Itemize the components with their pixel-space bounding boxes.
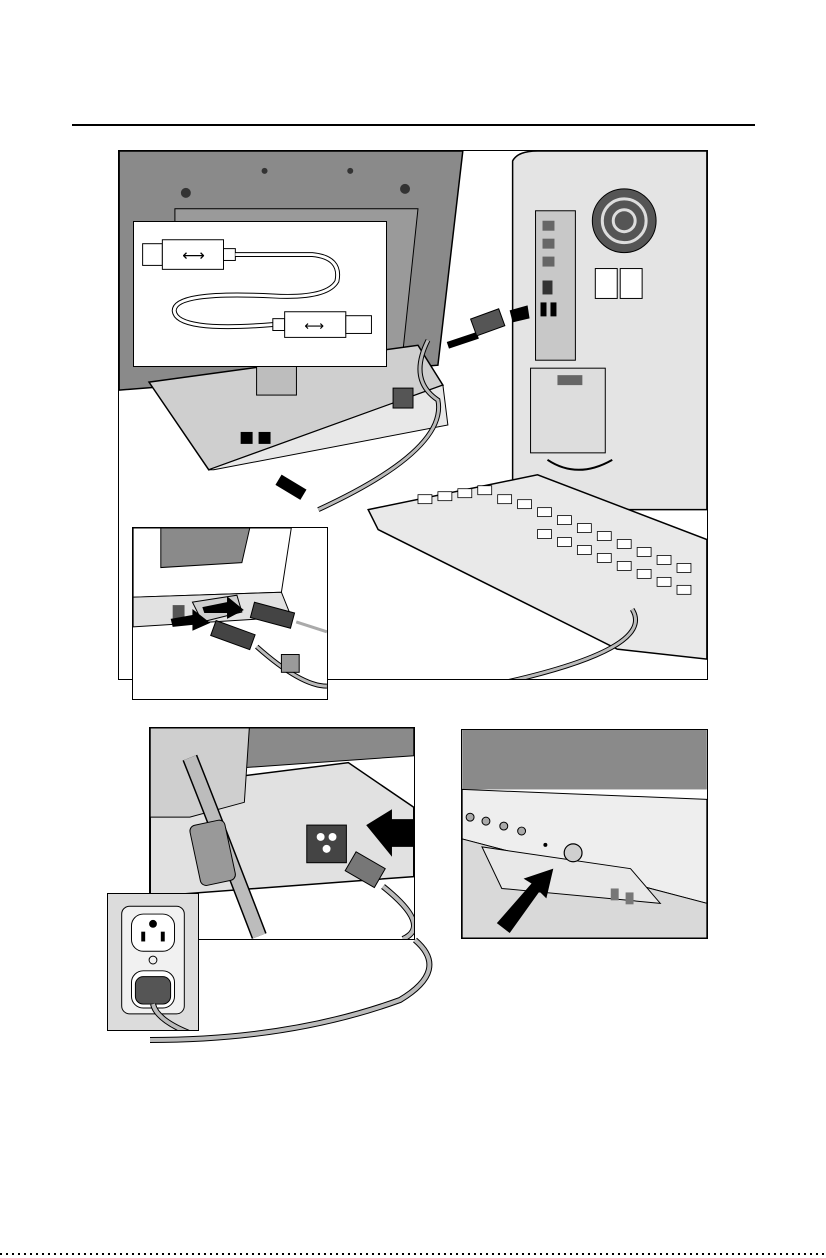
power-button-illustration [462, 730, 707, 938]
usb-cable-inset: ⟷ ⟷ [133, 221, 387, 367]
monitor-usb-ports-inset [132, 527, 328, 700]
power-button-panel [461, 729, 708, 939]
header-rule [72, 124, 755, 126]
usb-cable-icon: ⟷ ⟷ [134, 222, 386, 366]
svg-text:⟷: ⟷ [304, 318, 324, 334]
svg-text:⟷: ⟷ [182, 245, 205, 264]
power-cord-line [150, 930, 440, 1050]
usb-ports-arrows [133, 528, 327, 699]
footer-dotted-rule [0, 1253, 826, 1255]
